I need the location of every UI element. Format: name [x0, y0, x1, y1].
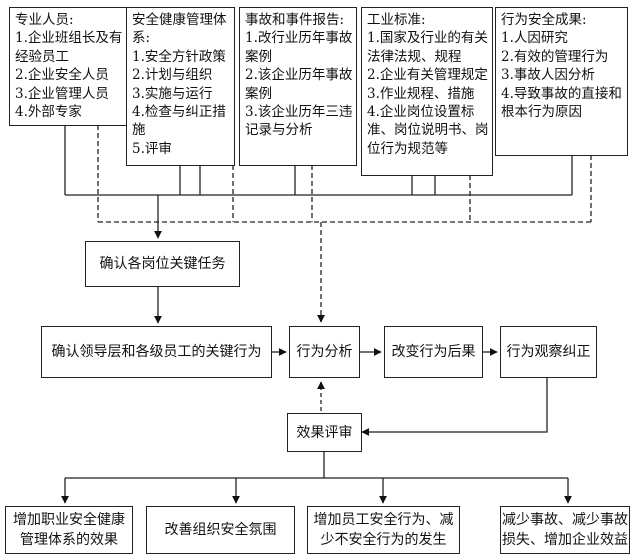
source-line: 3.作业规程、措施: [367, 85, 475, 102]
source-line: 施: [132, 122, 146, 139]
node-confirm-behaviors: 确认领导层和各级员工的关键行为: [41, 326, 272, 378]
source-industry-standards: 工业标准: 1.国家及行业的有关 法律法规、规程 2.企业有关管理规定 3.作业…: [361, 7, 493, 176]
source-line: 1.人因研究: [501, 30, 568, 47]
source-line: 记录与分析: [245, 122, 313, 139]
source-management-system: 安全健康管理体 系: 1.安全方针政策 2.计划与组织 3.实施与运行 4.检查…: [126, 7, 235, 166]
source-line: 4.导致事故的直接和: [501, 85, 622, 102]
source-line: 位行为规范等: [367, 140, 448, 157]
outcome-line: 改善组织安全氛围: [164, 522, 277, 538]
node-label: 确认领导层和各级员工的关键行为: [51, 344, 262, 360]
source-title: 事故和事件报告:: [245, 12, 345, 28]
source-line: 系:: [132, 30, 151, 47]
source-line: 5.评审: [132, 140, 172, 157]
outcome-distribution-lines: [61, 451, 572, 504]
source-line: 4.企业岗位设置标: [367, 104, 475, 121]
node-label: 确认各岗位关键任务: [99, 256, 226, 272]
source-line: 法律法规、规程: [367, 48, 462, 65]
source-line: 3.事故人因分析: [501, 67, 595, 84]
node-label: 行为分析: [296, 344, 353, 360]
node-effect-review: 效果评审: [287, 413, 362, 452]
outcome-line: 增加职业安全健康: [13, 512, 125, 528]
source-line: 1.企业班组长及有: [15, 30, 123, 47]
outcome-safety-climate: 改善组织安全氛围: [146, 506, 295, 554]
source-professionals: 专业人员: 1.企业班组长及有 经验员工 2.企业安全人员 3.企业管理人员 4…: [9, 7, 127, 126]
source-line: 案例: [245, 48, 272, 65]
source-incident-reports: 事故和事件报告: 1.改行业历年事故 案例 2.该企业历年事故 案例 3.该企业…: [239, 7, 357, 166]
source-behavior-results: 行为安全成果: 1.人因研究 2.有效的管理行为 3.事故人因分析 4.导致事故…: [495, 7, 628, 156]
source-line: 3.企业管理人员: [15, 85, 109, 102]
source-line: 2.企业安全人员: [15, 67, 109, 84]
node-label: 改变行为后果: [391, 344, 476, 360]
source-title: 安全健康管理体: [132, 12, 227, 28]
source-title: 行为安全成果:: [501, 12, 587, 28]
outcome-safe-behaviors: 增加员工安全行为、减 少不安全行为的发生: [307, 506, 460, 554]
solid-collector-lines: [64, 125, 573, 239]
outcome-line: 增加员工安全行为、减: [313, 512, 454, 528]
outcome-line: 少不安全行为的发生: [320, 532, 447, 548]
source-title: 专业人员:: [15, 12, 74, 28]
source-line: 2.有效的管理行为: [501, 48, 609, 65]
feedback-observe-to-review: [361, 377, 548, 436]
outcome-line: 管理体系的效果: [20, 532, 118, 548]
source-line: 准、岗位说明书、岗: [367, 122, 489, 139]
outcome-ohs-effectiveness: 增加职业安全健康 管理体系的效果: [5, 506, 133, 554]
node-confirm-tasks: 确认各岗位关键任务: [85, 241, 240, 287]
node-change-consequences: 改变行为后果: [384, 326, 483, 378]
source-line: 2.企业有关管理规定: [367, 67, 488, 84]
source-line: 案例: [245, 85, 272, 102]
source-title: 工业标准:: [367, 12, 426, 28]
source-line: 经验员工: [15, 48, 69, 65]
dashed-collector-lines: [97, 125, 592, 323]
source-line: 1.安全方针政策: [132, 48, 226, 65]
source-line: 3.实施与运行: [132, 85, 213, 102]
node-label: 行为观察纠正: [506, 344, 591, 360]
source-line: 1.改行业历年事故: [245, 30, 353, 47]
source-line: 4.检查与纠正措: [132, 104, 226, 121]
source-line: 2.计划与组织: [132, 67, 213, 84]
source-line: 根本行为原因: [501, 104, 582, 121]
source-line: 3.该企业历年三违: [245, 104, 353, 121]
source-line: 1.国家及行业的有关: [367, 30, 488, 47]
outcome-reduce-accidents: 减少事故、减少事故 损失、增加企业效益: [500, 506, 630, 554]
node-observe-correct: 行为观察纠正: [500, 326, 597, 378]
node-behavior-analysis: 行为分析: [289, 326, 360, 378]
source-line: 2.该企业历年事故: [245, 67, 353, 84]
source-line: 4.外部专家: [15, 104, 82, 121]
outcome-line: 损失、增加企业效益: [502, 532, 628, 548]
node-label: 效果评审: [296, 424, 353, 441]
outcome-line: 减少事故、减少事故: [502, 512, 628, 528]
